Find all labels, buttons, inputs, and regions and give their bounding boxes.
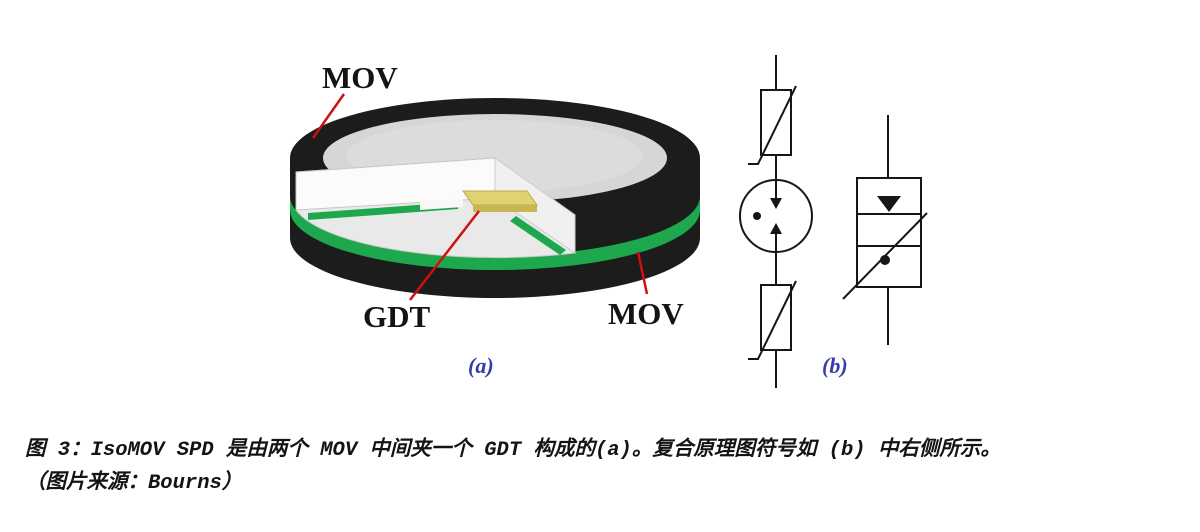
mov-label-bottom: MOV [608, 296, 684, 331]
figure-caption: 图 3：IsoMOV SPD 是由两个 MOV 中间夹一个 GDT 构成的(a)… [25, 434, 1187, 500]
mov-label-top: MOV [322, 60, 398, 95]
pointer-line-mov-top [311, 93, 346, 139]
figure-caption-line-1: 图 3：IsoMOV SPD 是由两个 MOV 中间夹一个 GDT 构成的(a)… [25, 439, 1001, 462]
panel-b-tag: (b) [822, 353, 848, 378]
gdt-layer-top [462, 190, 538, 206]
gdt-top-arrow-icon [770, 198, 782, 209]
electrode-strip [420, 199, 463, 210]
combined-varistor-strike [842, 212, 928, 300]
gdt-layer-front [473, 205, 537, 212]
figure-canvas: MOV GDT MOV (a) (b) [290, 55, 928, 388]
pointer-lines [311, 93, 649, 301]
figure-caption-line-2: （图片来源：Bourns） [25, 472, 243, 496]
panel-a-labels: MOV GDT MOV (a) (b) [322, 60, 848, 378]
gdt-bottom-arrow-icon [770, 223, 782, 234]
gdt-label: GDT [363, 299, 431, 334]
combined-symbol-body [856, 177, 922, 288]
varistor-symbol-top-strike [748, 85, 797, 165]
varistor-symbol-top-body [760, 89, 792, 156]
combined-gap-triangle-icon [877, 196, 901, 212]
green-layer-cut-right [510, 216, 566, 255]
panel-a-tag: (a) [468, 353, 494, 378]
schematic-series-branch [739, 55, 813, 388]
pointer-line-gdt [409, 210, 480, 301]
varistor-symbol-bottom-strike [748, 280, 797, 360]
isomov-cutaway-illustration [290, 98, 700, 298]
varistor-symbol-bottom-body [760, 284, 792, 351]
schematic-combined-symbol [842, 115, 928, 345]
gdt-gas-dot-icon [753, 212, 761, 220]
green-isolation-band [290, 196, 700, 270]
pointer-line-mov-bottom [636, 251, 649, 295]
